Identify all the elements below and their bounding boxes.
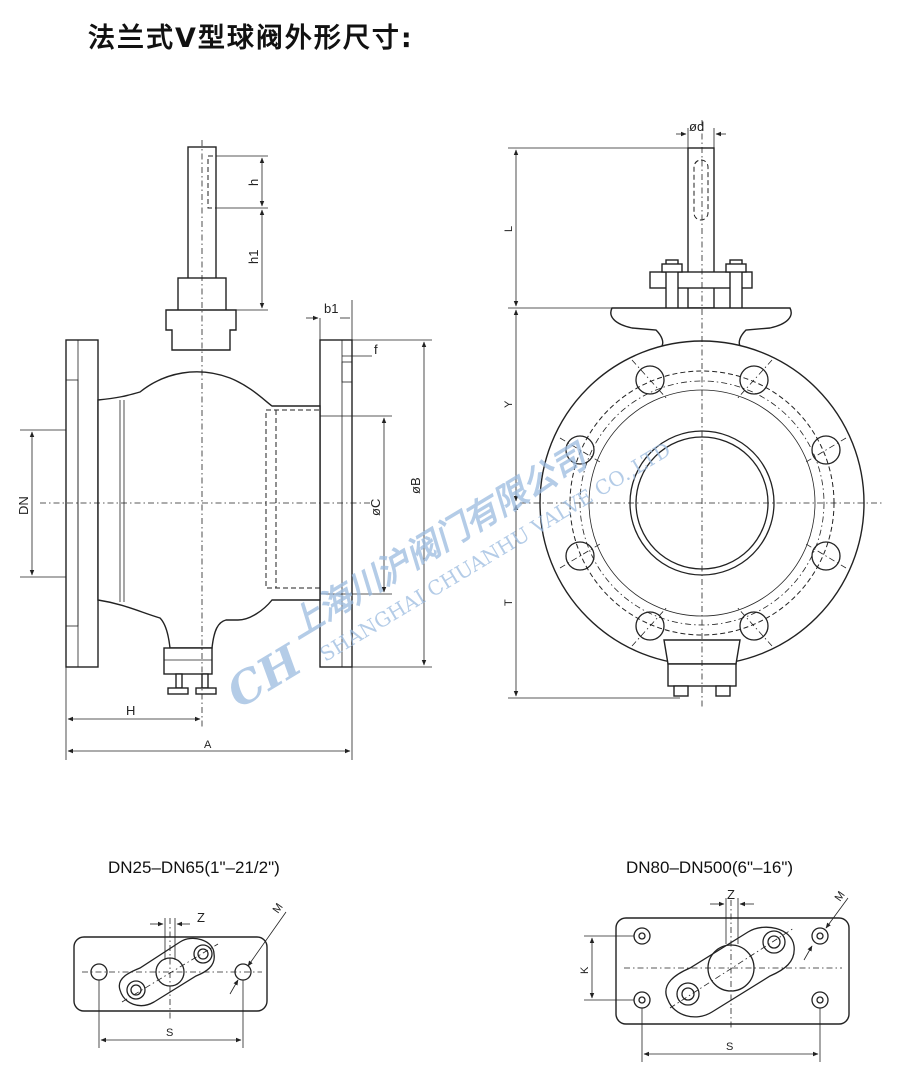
side-dimensions: ød L Y T [503, 119, 726, 699]
front-bonnet [165, 309, 237, 351]
caption-large: DN80–DN500(6"–16") [626, 858, 793, 877]
watermark-logo: CH [219, 635, 312, 719]
large-dim-Z: Z [727, 887, 735, 902]
caption-small: DN25–DN65(1"–21/2") [108, 858, 280, 877]
dim-Y: Y [503, 400, 515, 408]
dim-DN: DN [16, 496, 31, 515]
dim-B: øB [408, 477, 423, 494]
dim-T: T [503, 599, 515, 606]
side-bolt-holes [559, 359, 847, 647]
dim-L: L [503, 226, 515, 232]
large-dim-K: K [579, 966, 591, 974]
front-view [40, 140, 372, 728]
mount-small: DN25–DN65(1"–21/2") Z M S [73, 858, 287, 1048]
front-valve-body [97, 371, 321, 649]
mount-large: DN80–DN500(6"–16") Z M K [579, 858, 850, 1062]
dim-h: h [246, 179, 261, 186]
side-bracket [610, 259, 792, 347]
front-left-flange [65, 339, 99, 668]
dim-f: f [374, 342, 378, 357]
large-dim-S: S [726, 1041, 733, 1053]
dim-b1: b1 [324, 301, 338, 316]
dim-A: A [204, 739, 212, 751]
side-view [520, 120, 884, 708]
dim-C: øC [368, 499, 383, 516]
small-dim-M: M [271, 901, 286, 915]
front-dimensions: h h1 b1 f DN øC øB H A [16, 155, 432, 760]
front-bottom-cap [163, 647, 217, 695]
small-dim-S: S [166, 1027, 173, 1039]
small-dim-Z: Z [197, 910, 205, 925]
dim-H: H [126, 703, 135, 718]
dim-d: ød [689, 119, 704, 134]
dim-h1: h1 [246, 250, 261, 264]
page-title: 法兰式V型球阀外形尺寸: [88, 23, 414, 54]
